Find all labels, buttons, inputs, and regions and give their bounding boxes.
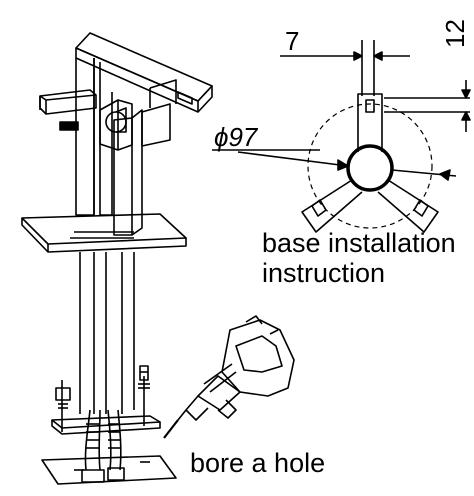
dim-width-arrow xyxy=(280,40,410,96)
base-sketch xyxy=(212,93,457,233)
stand-pipe xyxy=(79,252,135,414)
dim-offset-arrow xyxy=(384,80,471,132)
base-plate-icon xyxy=(21,213,187,253)
bore-hole-label: bore a hole xyxy=(190,448,326,478)
diameter-label: ϕ97 xyxy=(214,122,258,152)
instruction-label: instruction xyxy=(262,258,386,288)
mounting-hardware xyxy=(41,365,177,485)
faucet-icon xyxy=(39,32,213,239)
base-installation-label: base installation xyxy=(262,228,456,258)
dim-width-label: 7 xyxy=(285,26,300,56)
drill-icon xyxy=(163,315,295,439)
dim-offset-label: 12 xyxy=(440,19,470,48)
